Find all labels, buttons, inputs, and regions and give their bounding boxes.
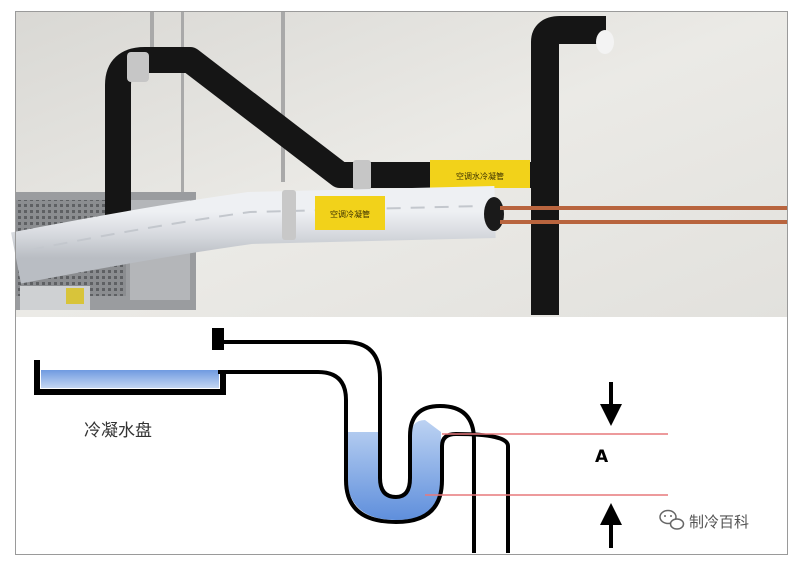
hanger-rod — [150, 12, 154, 52]
installation-photo: 空调水冷凝管 空调冷凝管 — [11, 12, 787, 317]
image-border — [15, 11, 788, 555]
hanger-rod — [281, 12, 285, 182]
outlet-gap — [441, 432, 474, 492]
tape-text: 空调水冷凝管 — [456, 171, 504, 181]
tray-water — [41, 370, 219, 388]
trap-water — [347, 420, 442, 520]
watermark-text: 制冷百科 — [689, 513, 749, 531]
condensate-tray — [34, 360, 226, 395]
arrow-down-icon — [600, 404, 622, 426]
tape-text: 空调冷凝管 — [330, 209, 370, 219]
dimension-label: A — [595, 447, 609, 467]
hanger-rod — [181, 12, 184, 202]
pipe-clamp — [353, 160, 371, 190]
watermark: 制冷百科 — [659, 509, 749, 531]
dimension-arrows — [600, 382, 622, 548]
wechat-icon — [659, 509, 685, 530]
yellow-tape-label — [430, 160, 530, 188]
pipe-wrap-texture — [29, 205, 481, 251]
tray-label: 冷凝水盘 — [84, 421, 152, 441]
white-insulated-pipe — [11, 186, 496, 284]
pipe-clamp — [127, 52, 149, 82]
pipe-inlet-cap — [212, 328, 224, 350]
pipe-end — [484, 197, 504, 231]
yellow-tape-label — [315, 196, 385, 230]
pipe-end-cap — [596, 30, 614, 54]
pipe-clamp — [282, 190, 296, 240]
arrow-up-icon — [600, 503, 622, 525]
trap-diagram: 冷凝水盘 A — [16, 320, 787, 554]
black-vertical-pipe — [531, 16, 606, 315]
